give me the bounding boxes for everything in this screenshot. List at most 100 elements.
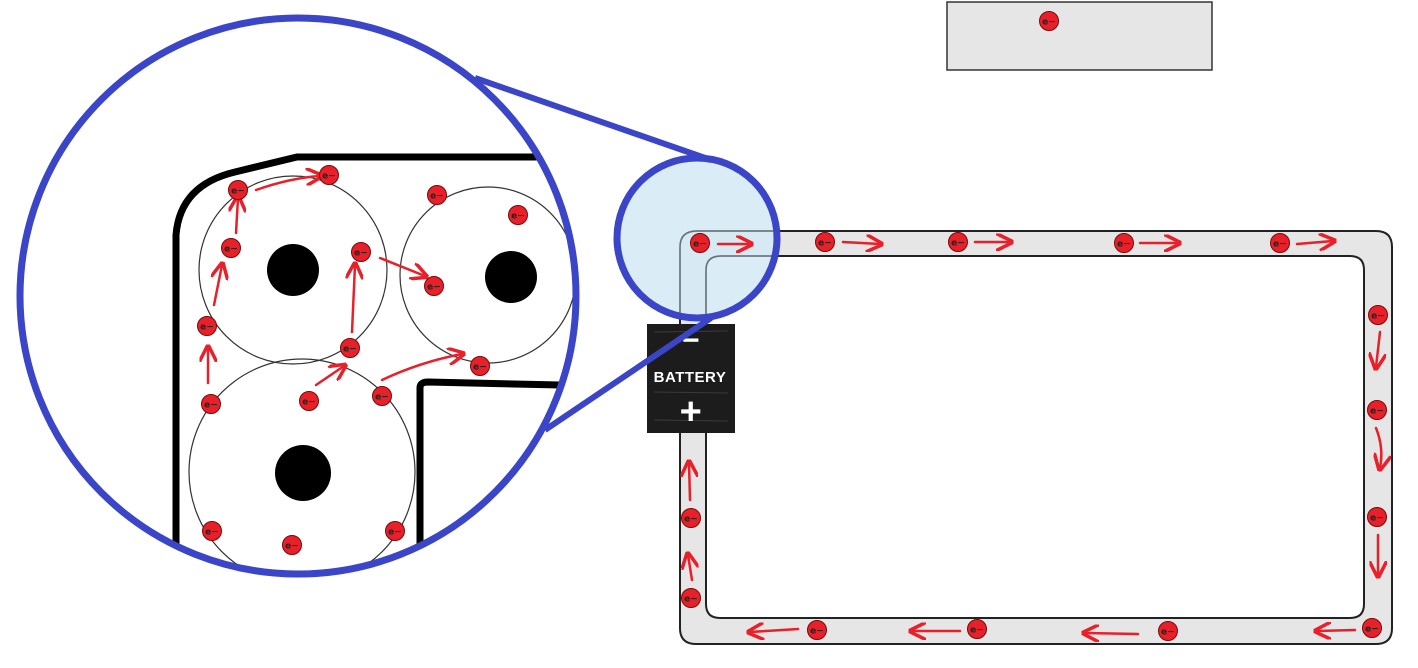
electron: e− [319,165,339,185]
legend-electron: e− [1039,11,1059,31]
electron-body [201,394,221,414]
electron-label: e− [343,345,357,355]
battery-positive-sign: + [680,391,703,433]
electron-body [681,588,701,608]
electron-body [372,386,392,406]
electron-label: e− [204,401,218,411]
electron: e− [1367,400,1387,420]
electron: e− [690,233,710,253]
magnifier-lens-ring [613,154,781,322]
circuit-wire [679,230,1393,645]
electron: e− [351,242,371,262]
electron-label: e− [684,515,698,525]
electron-body [202,521,222,541]
electron-body [427,185,447,205]
electron: e− [807,620,827,640]
electron: e− [1368,305,1388,325]
battery-label: BATTERY [654,369,727,386]
electron-label: e− [473,363,487,373]
electron-label: e− [430,192,444,202]
electron-body [807,620,827,640]
flow-arrow [750,629,800,632]
electron-label: e− [354,249,368,259]
electron-body [424,276,444,296]
electron-label: e− [427,283,441,293]
electron: e− [948,232,968,252]
electron-body [351,242,371,262]
flow-arrow [236,198,238,235]
electron: e− [385,521,405,541]
electron: e− [681,508,701,528]
electron-label: e− [285,542,299,552]
electron: e− [202,521,222,541]
electron-label: e− [818,239,832,249]
electron-label: e− [224,245,238,255]
zoomed-view [20,18,576,574]
electron: e− [201,394,221,414]
electron: e− [221,238,241,258]
flow-arrow [1317,630,1357,631]
battery-body [647,324,735,433]
electron-body [815,232,835,252]
electron-body [508,205,528,225]
electron-label: e− [1042,18,1056,28]
electron-label: e− [231,187,245,197]
electron-body [282,535,302,555]
electron-body [228,180,248,200]
flow-arrow [254,176,320,192]
battery: − BATTERY + [647,324,735,433]
electron: e− [282,535,302,555]
electron-body [967,619,987,639]
electron: e− [228,180,248,200]
electron: e− [424,276,444,296]
electron-label: e− [375,393,389,403]
electron: e− [681,588,701,608]
electron-label: e− [970,626,984,636]
electron-label: e− [693,240,707,250]
electron-label: e− [1371,312,1385,322]
electron-label: e− [1117,240,1131,250]
lens-wire-outline [679,230,777,318]
magnifier-connector-bottom [543,315,713,433]
electron-label: e− [1161,628,1175,638]
flow-arrow [380,354,462,382]
flow-arrow [688,555,692,582]
electron-body [1158,621,1178,641]
wire-edge-inner [416,378,561,545]
electron-label: e− [810,627,824,637]
flow-arrows [208,176,1381,634]
atom-nucleus [275,445,331,501]
electron-label: e− [1370,514,1384,524]
electron-body [385,521,405,541]
magnifier-connector-top [474,75,712,163]
electron-body [1362,618,1382,638]
electron-label: e− [322,172,336,182]
atom-shell [198,175,388,365]
atom-shell [188,358,416,574]
electron-label: e− [1370,407,1384,417]
battery-texture [653,391,729,394]
electron-body [1114,233,1134,253]
electron-body [1270,233,1290,253]
electron-label: e− [684,595,698,605]
flow-arrow [352,265,355,334]
flow-arrow [214,265,222,307]
electron-body [221,238,241,258]
electron-body [340,338,360,358]
electron-label: e− [205,528,219,538]
electron: e− [1114,233,1134,253]
electron-label: e− [511,212,525,222]
electron-label: e− [951,239,965,249]
wire-edge-outer [172,153,540,545]
electron: e− [470,356,490,376]
electron-body [1368,305,1388,325]
electron-body [681,508,701,528]
electron-body [470,356,490,376]
legend-electron-layer: e− [1039,11,1059,31]
flow-arrow [378,256,425,276]
electron-body [948,232,968,252]
electron: e− [815,232,835,252]
flow-arrow [1376,330,1380,367]
electron-label: e− [388,528,402,538]
